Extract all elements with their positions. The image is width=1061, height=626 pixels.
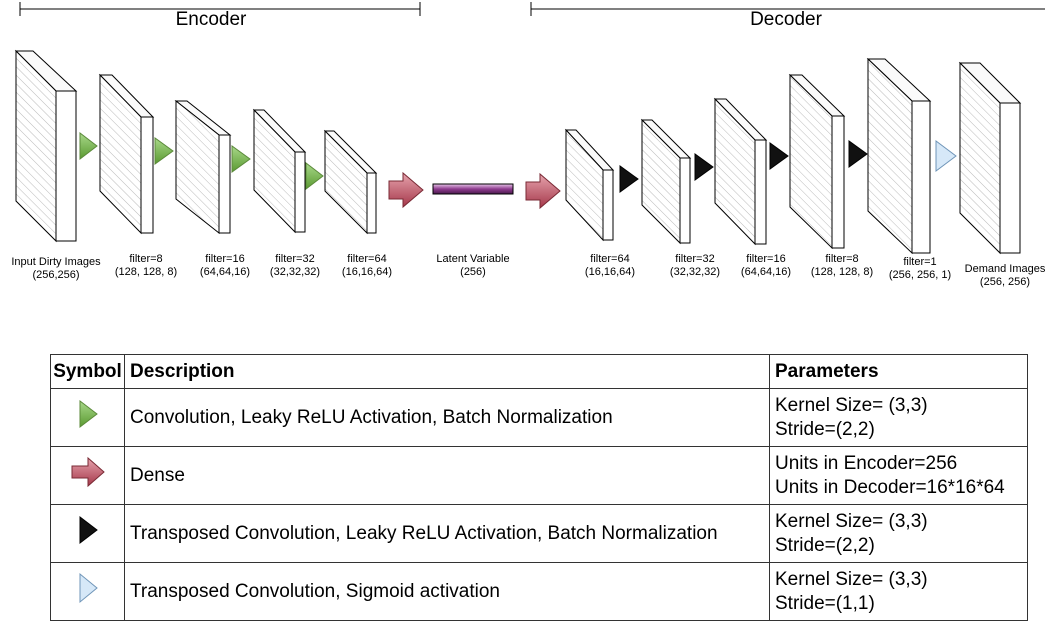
black-triangle-icon: [619, 165, 639, 193]
decoder-title: Decoder: [750, 9, 822, 30]
layer-block-input: [14, 49, 78, 243]
layer-label: filter=64(16,16,64): [341, 253, 393, 278]
legend-row: Transposed Convolution, Leaky ReLU Activ…: [50, 504, 1028, 563]
symbol-cell: [50, 388, 125, 447]
legend-row: Convolution, Leaky ReLU Activation, Batc…: [50, 388, 1028, 447]
green-triangle-icon: [79, 131, 98, 161]
layer-label: filter=16(64,64,16): [199, 253, 251, 278]
latent-vector: [432, 183, 514, 195]
description-cell: Convolution, Leaky ReLU Activation, Batc…: [124, 388, 770, 447]
parameters-cell: Kernel Size= (3,3)Stride=(2,2): [769, 388, 1028, 447]
decoder-bracket: [530, 2, 1045, 16]
layer-label: filter=8(128, 128, 8): [810, 253, 874, 278]
blue-triangle-icon: [79, 572, 98, 604]
layer-block-enc-8: [98, 73, 155, 235]
layer-label: filter=16(64,64,16): [740, 253, 792, 278]
layer-block-enc-16: [174, 99, 232, 235]
layer-block-dec-64: [564, 128, 615, 242]
red-arrow-icon: [525, 172, 561, 210]
layer-label: filter=32(32,32,32): [669, 253, 721, 278]
encoder-bracket: [19, 2, 421, 16]
layer-label: Demand Images(256, 256): [964, 263, 1046, 288]
layer-label: filter=32(32,32,32): [269, 253, 321, 278]
green-triangle-icon: [231, 145, 251, 173]
red-arrow-icon: [388, 171, 424, 209]
layer-label: Input Dirty Images(256,256): [11, 256, 101, 281]
latent-label: Latent Variable(256): [436, 253, 510, 278]
layer-block-dec-1: [866, 57, 932, 255]
black-triangle-icon: [79, 515, 98, 545]
blue-triangle-icon: [935, 140, 957, 172]
symbol-header: Symbol: [50, 354, 125, 389]
parameters-header: Parameters: [769, 354, 1028, 389]
description-header: Description: [124, 354, 770, 389]
encoder-title: Encoder: [175, 9, 247, 30]
layer-block-output: [958, 61, 1022, 255]
layer-block-dec-8: [788, 73, 846, 250]
architecture-diagram: [14, 2, 1045, 255]
green-triangle-icon: [305, 161, 324, 191]
green-triangle-icon: [154, 137, 174, 165]
legend-table: Symbol Description Parameters Convolutio…: [50, 354, 1028, 621]
layer-label: filter=1(256, 256, 1): [888, 256, 952, 281]
symbol-cell: [50, 562, 125, 621]
layer-block-enc-32: [252, 108, 307, 234]
black-triangle-icon: [694, 153, 714, 181]
parameters-cell: Kernel Size= (3,3)Stride=(2,2): [769, 504, 1028, 563]
parameters-cell: Kernel Size= (3,3)Stride=(1,1): [769, 562, 1028, 621]
layer-label: filter=64(16,16,64): [584, 253, 636, 278]
layer-block-dec-16: [713, 97, 768, 246]
description-cell: Dense: [124, 446, 770, 505]
symbol-cell: [50, 446, 125, 505]
black-triangle-icon: [848, 140, 868, 168]
legend-row: Transposed Convolution, Sigmoid activati…: [50, 562, 1028, 621]
red-arrow-icon: [71, 456, 105, 488]
layer-label: filter=8(128, 128, 8): [114, 253, 178, 278]
green-triangle-icon: [79, 399, 98, 429]
layer-block-enc-64: [323, 129, 378, 235]
description-cell: Transposed Convolution, Sigmoid activati…: [124, 562, 770, 621]
black-triangle-icon: [769, 142, 789, 170]
symbol-cell: [50, 504, 125, 563]
description-cell: Transposed Convolution, Leaky ReLU Activ…: [124, 504, 770, 563]
layer-block-dec-32: [640, 118, 692, 245]
legend-header-row: Symbol Description Parameters: [50, 354, 1028, 389]
